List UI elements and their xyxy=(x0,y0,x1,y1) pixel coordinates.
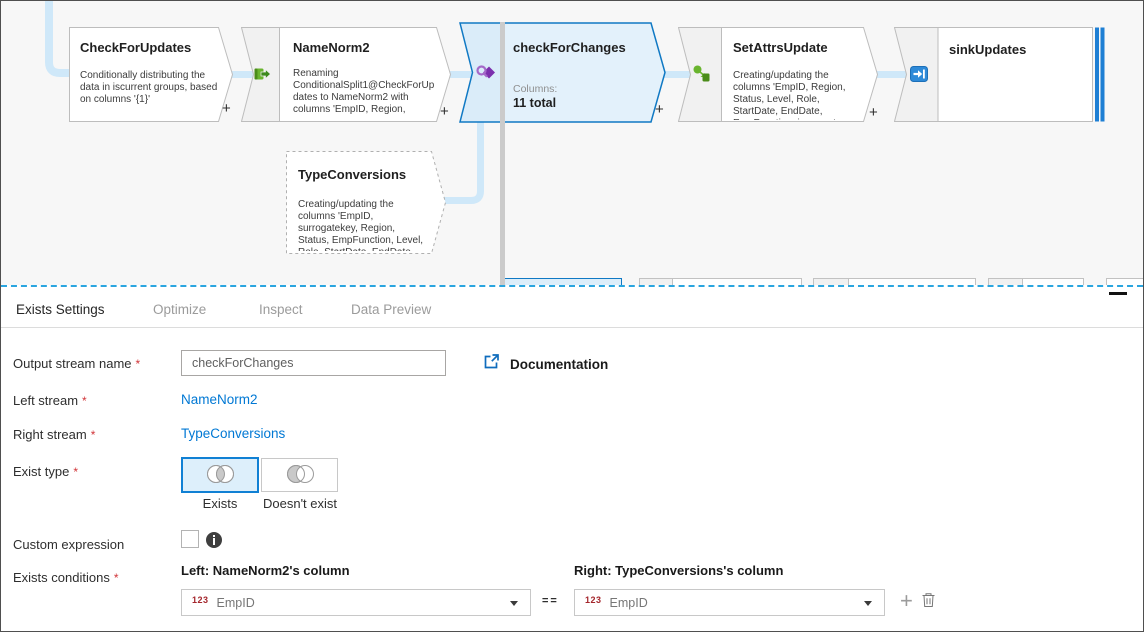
node-checkforchanges-selected[interactable]: checkForChanges Columns: 11 total + xyxy=(459,22,666,123)
tab-exists-settings[interactable]: Exists Settings xyxy=(16,302,105,317)
left-column-value: EmpID xyxy=(216,595,255,610)
node-setattrsupdate[interactable]: SetAttrsUpdate Creating/updating the col… xyxy=(678,27,878,122)
node-output-port[interactable]: + xyxy=(869,104,878,121)
node-shape xyxy=(241,27,451,122)
exist-type-label: Exist type* xyxy=(13,464,78,479)
node-description: Conditionally distributing the data in i… xyxy=(80,70,218,105)
node-namenorm2[interactable]: NameNorm2 Renaming ConditionalSplit1@Che… xyxy=(241,27,451,122)
custom-expression-label: Custom expression xyxy=(13,537,125,552)
required-marker: * xyxy=(113,571,119,585)
info-icon[interactable] xyxy=(206,532,222,548)
info-stem xyxy=(213,538,215,545)
info-dot xyxy=(213,535,215,537)
partial-node[interactable] xyxy=(672,278,802,286)
exists-option-caption: Exists xyxy=(202,496,238,511)
external-link-icon xyxy=(483,353,500,375)
node-output-port[interactable]: + xyxy=(222,100,231,117)
venn-exists-icon xyxy=(201,461,239,490)
left-stream-label: Left stream* xyxy=(13,393,87,408)
label-text: Right stream xyxy=(13,427,87,442)
right-condition-header: Right: TypeConversions's column xyxy=(574,563,784,578)
trash-icon xyxy=(921,593,936,611)
partial-node[interactable] xyxy=(1106,278,1143,286)
partial-node[interactable] xyxy=(848,278,976,286)
label-text: Exists conditions xyxy=(13,570,110,585)
node-title: CheckForUpdates xyxy=(80,40,192,55)
equals-operator: == xyxy=(542,595,559,607)
node-shape xyxy=(459,22,666,123)
chevron-down-icon xyxy=(864,601,872,606)
node-typeconversions-ghost[interactable]: TypeConversions Creating/updating the co… xyxy=(286,151,446,254)
column-type-badge: 123 xyxy=(192,594,209,605)
node-output-port[interactable]: + xyxy=(440,103,449,120)
left-column-dropdown[interactable]: 123 EmpID xyxy=(181,589,531,616)
node-columns-label: Columns: xyxy=(513,83,558,95)
settings-panel: Exists Settings Optimize Inspect Data Pr… xyxy=(1,285,1143,631)
node-shape xyxy=(69,27,233,122)
required-marker: * xyxy=(90,428,96,442)
canvas-guide-line xyxy=(500,22,505,285)
node-output-port[interactable]: + xyxy=(655,101,664,118)
tab-optimize[interactable]: Optimize xyxy=(153,302,207,317)
tabbar-divider xyxy=(1,327,1143,328)
node-columns-count: 11 total xyxy=(513,96,557,110)
node-description: Creating/updating the columns 'EmpID, su… xyxy=(298,199,424,251)
node-title: TypeConversions xyxy=(298,167,407,182)
label-text: Left stream xyxy=(13,393,79,408)
select-icon xyxy=(254,66,272,87)
node-shape xyxy=(286,151,446,254)
doesnt-exist-option-caption: Doesn't exist xyxy=(262,496,337,511)
required-marker: * xyxy=(82,394,87,408)
node-description: Renaming ConditionalSplit1@CheckForUpdat… xyxy=(293,68,435,115)
exist-type-exists-button[interactable] xyxy=(181,457,259,493)
node-title: NameNorm2 xyxy=(293,40,370,55)
delete-condition-button[interactable] xyxy=(921,592,936,611)
tab-inspect[interactable]: Inspect xyxy=(259,302,303,317)
documentation-link[interactable]: Documentation xyxy=(483,353,608,375)
exists-icon xyxy=(475,64,496,86)
output-stream-name-label: Output stream name* xyxy=(13,356,140,371)
right-stream-link[interactable]: TypeConversions xyxy=(181,426,286,441)
exist-type-doesnt-exist-button[interactable] xyxy=(261,458,338,492)
required-marker: * xyxy=(135,357,141,371)
left-condition-header: Left: NameNorm2's column xyxy=(181,563,350,578)
collapse-panel-button[interactable] xyxy=(1109,292,1127,295)
left-stream-link[interactable]: NameNorm2 xyxy=(181,392,258,407)
exists-conditions-label: Exists conditions* xyxy=(13,570,119,585)
panel-tabs: Exists Settings Optimize Inspect Data Pr… xyxy=(1,297,1143,327)
custom-expression-checkbox[interactable] xyxy=(181,530,199,548)
derived-column-icon xyxy=(693,65,711,87)
tab-data-preview[interactable]: Data Preview xyxy=(351,302,432,317)
node-title: checkForChanges xyxy=(513,40,626,55)
venn-doesnt-exist-icon xyxy=(281,461,319,490)
node-sinkupdates[interactable]: sinkUpdates xyxy=(894,27,1107,122)
label-text: Output stream name xyxy=(13,356,132,371)
right-column-dropdown[interactable]: 123 EmpID xyxy=(574,589,885,616)
chevron-down-icon xyxy=(510,601,518,606)
add-condition-button[interactable]: + xyxy=(900,588,913,613)
sink-icon xyxy=(910,66,928,87)
dataflow-canvas[interactable]: CheckForUpdates Conditionally distributi… xyxy=(1,1,1143,286)
output-stream-name-input[interactable] xyxy=(181,350,446,376)
node-title: sinkUpdates xyxy=(949,42,1027,57)
column-type-badge: 123 xyxy=(585,594,602,605)
label-text: Exist type xyxy=(13,464,70,479)
node-checkforupdates[interactable]: CheckForUpdates Conditionally distributi… xyxy=(69,27,233,122)
node-description: Creating/updating the columns 'EmpID, Re… xyxy=(733,70,846,120)
node-shape xyxy=(678,27,878,122)
required-marker: * xyxy=(73,465,79,479)
right-stream-label: Right stream* xyxy=(13,427,95,442)
node-title: SetAttrsUpdate xyxy=(733,40,828,55)
right-column-value: EmpID xyxy=(609,595,648,610)
documentation-label: Documentation xyxy=(510,356,609,372)
partial-node[interactable] xyxy=(1022,278,1084,286)
